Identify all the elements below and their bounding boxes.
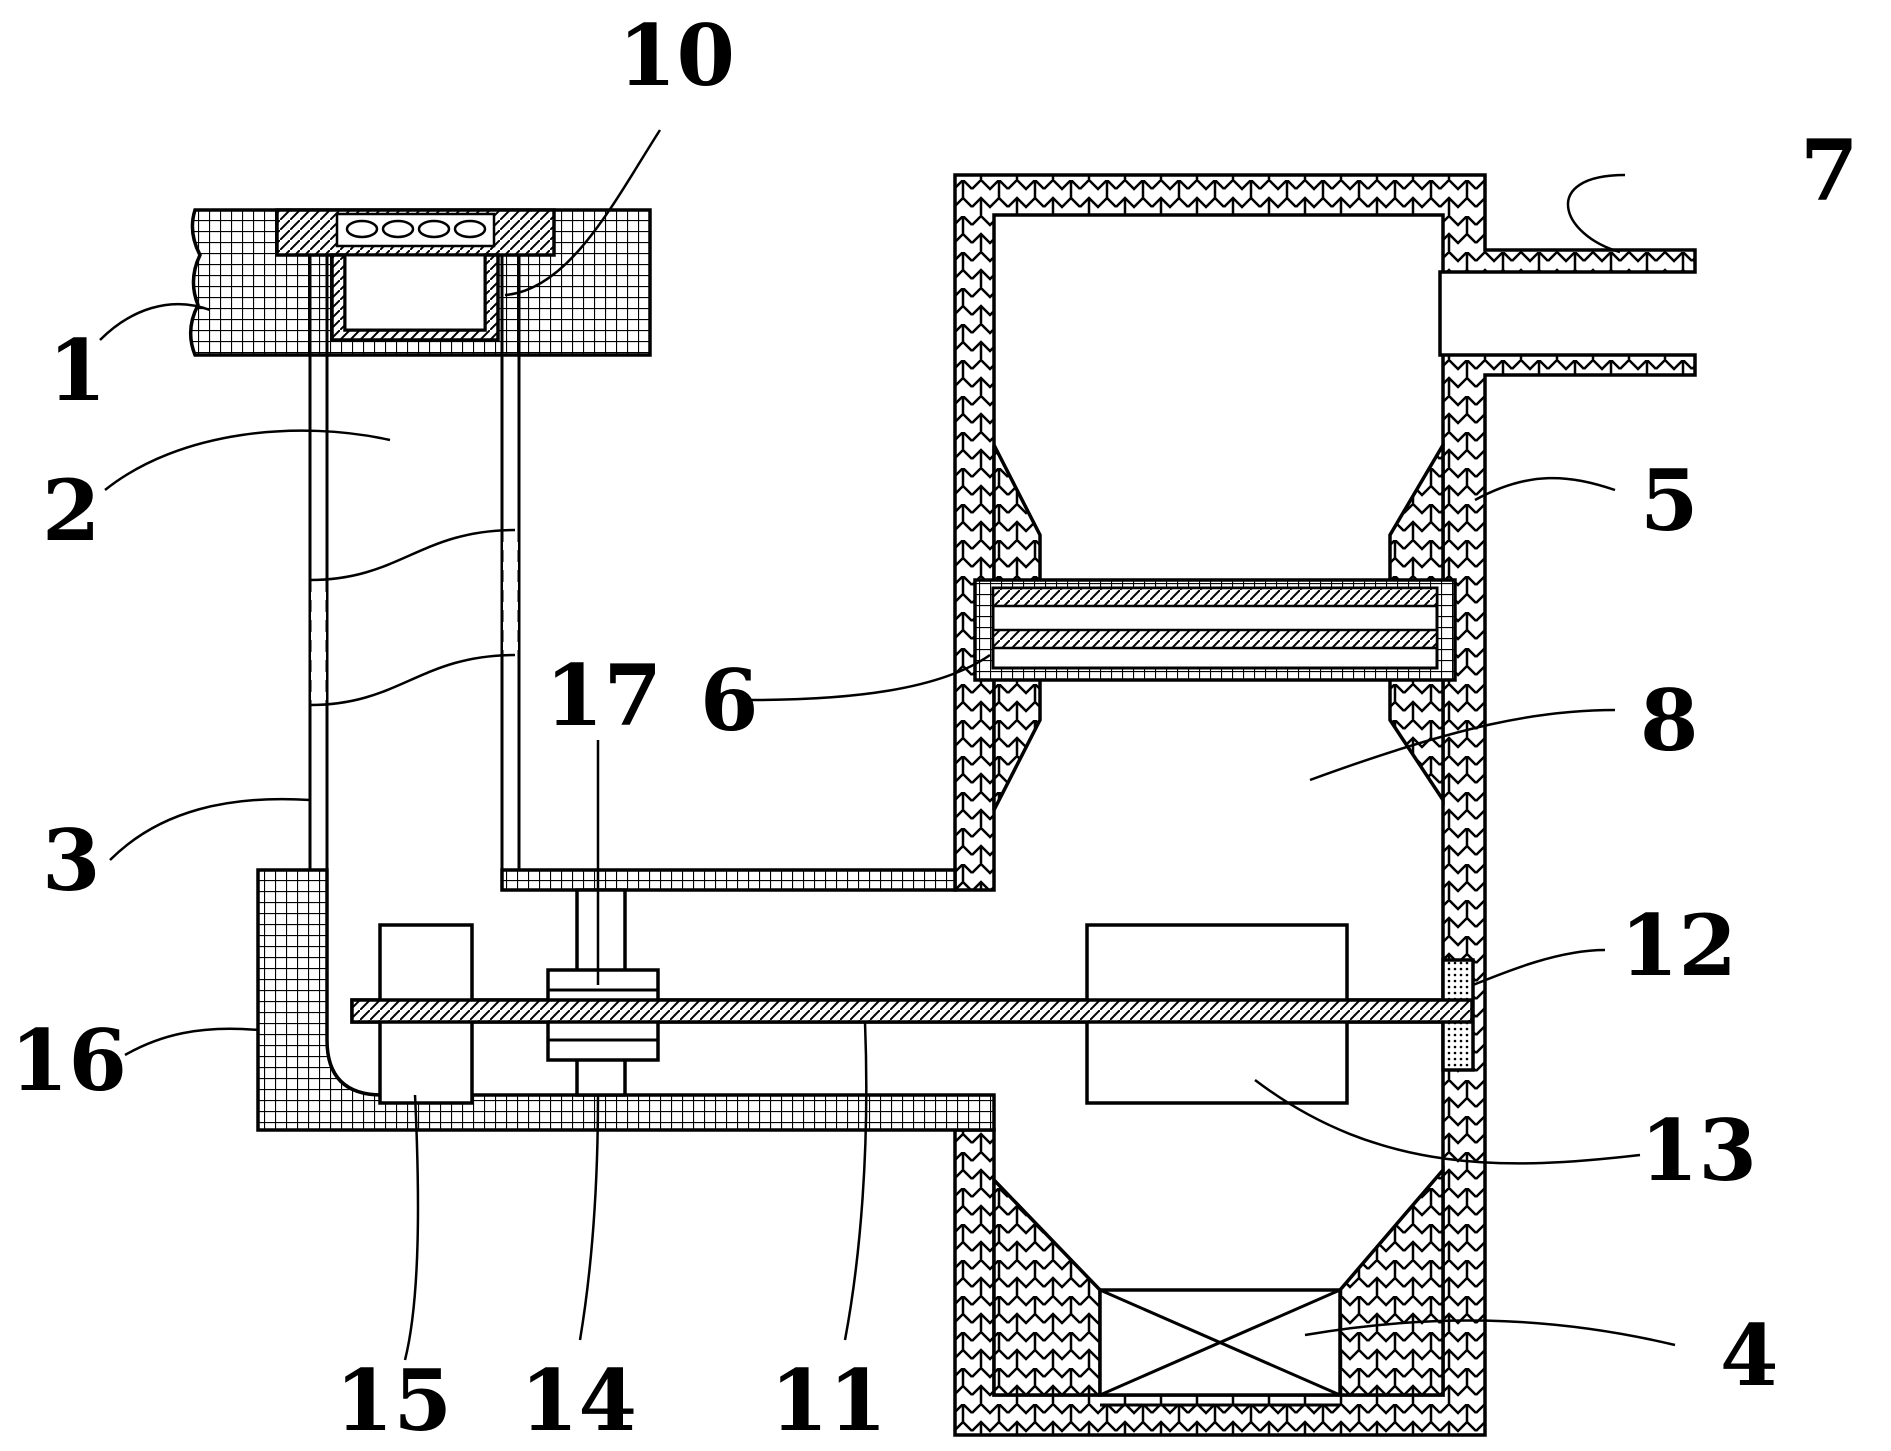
label-10: 10 bbox=[618, 6, 735, 105]
label-3: 3 bbox=[42, 811, 100, 910]
label-12: 12 bbox=[1620, 896, 1737, 995]
label-4: 4 bbox=[1720, 1306, 1778, 1405]
label-1: 1 bbox=[48, 321, 106, 420]
label-7: 7 bbox=[1800, 121, 1858, 220]
label-14: 14 bbox=[520, 1351, 637, 1450]
inlet-pipe bbox=[308, 255, 521, 870]
lower-duct bbox=[256, 868, 996, 1132]
leader-lines bbox=[99, 129, 1676, 1361]
labels: 1 2 3 4 5 6 7 8 10 11 12 13 14 15 16 17 bbox=[10, 6, 1858, 1450]
label-2: 2 bbox=[42, 461, 100, 560]
label-11: 11 bbox=[770, 1351, 887, 1450]
label-13: 13 bbox=[1640, 1101, 1757, 1200]
support-column bbox=[546, 888, 660, 1097]
label-16: 16 bbox=[10, 1011, 127, 1110]
cap bbox=[330, 253, 500, 342]
label-6: 6 bbox=[700, 651, 758, 750]
shaft-front bbox=[350, 998, 1474, 1024]
filter-cartridge bbox=[973, 578, 1457, 682]
label-8: 8 bbox=[1640, 671, 1698, 770]
housing bbox=[953, 173, 1697, 1437]
outlet-valve bbox=[1098, 1288, 1342, 1407]
label-5: 5 bbox=[1640, 451, 1698, 550]
label-15: 15 bbox=[335, 1351, 452, 1450]
label-17: 17 bbox=[545, 646, 662, 745]
